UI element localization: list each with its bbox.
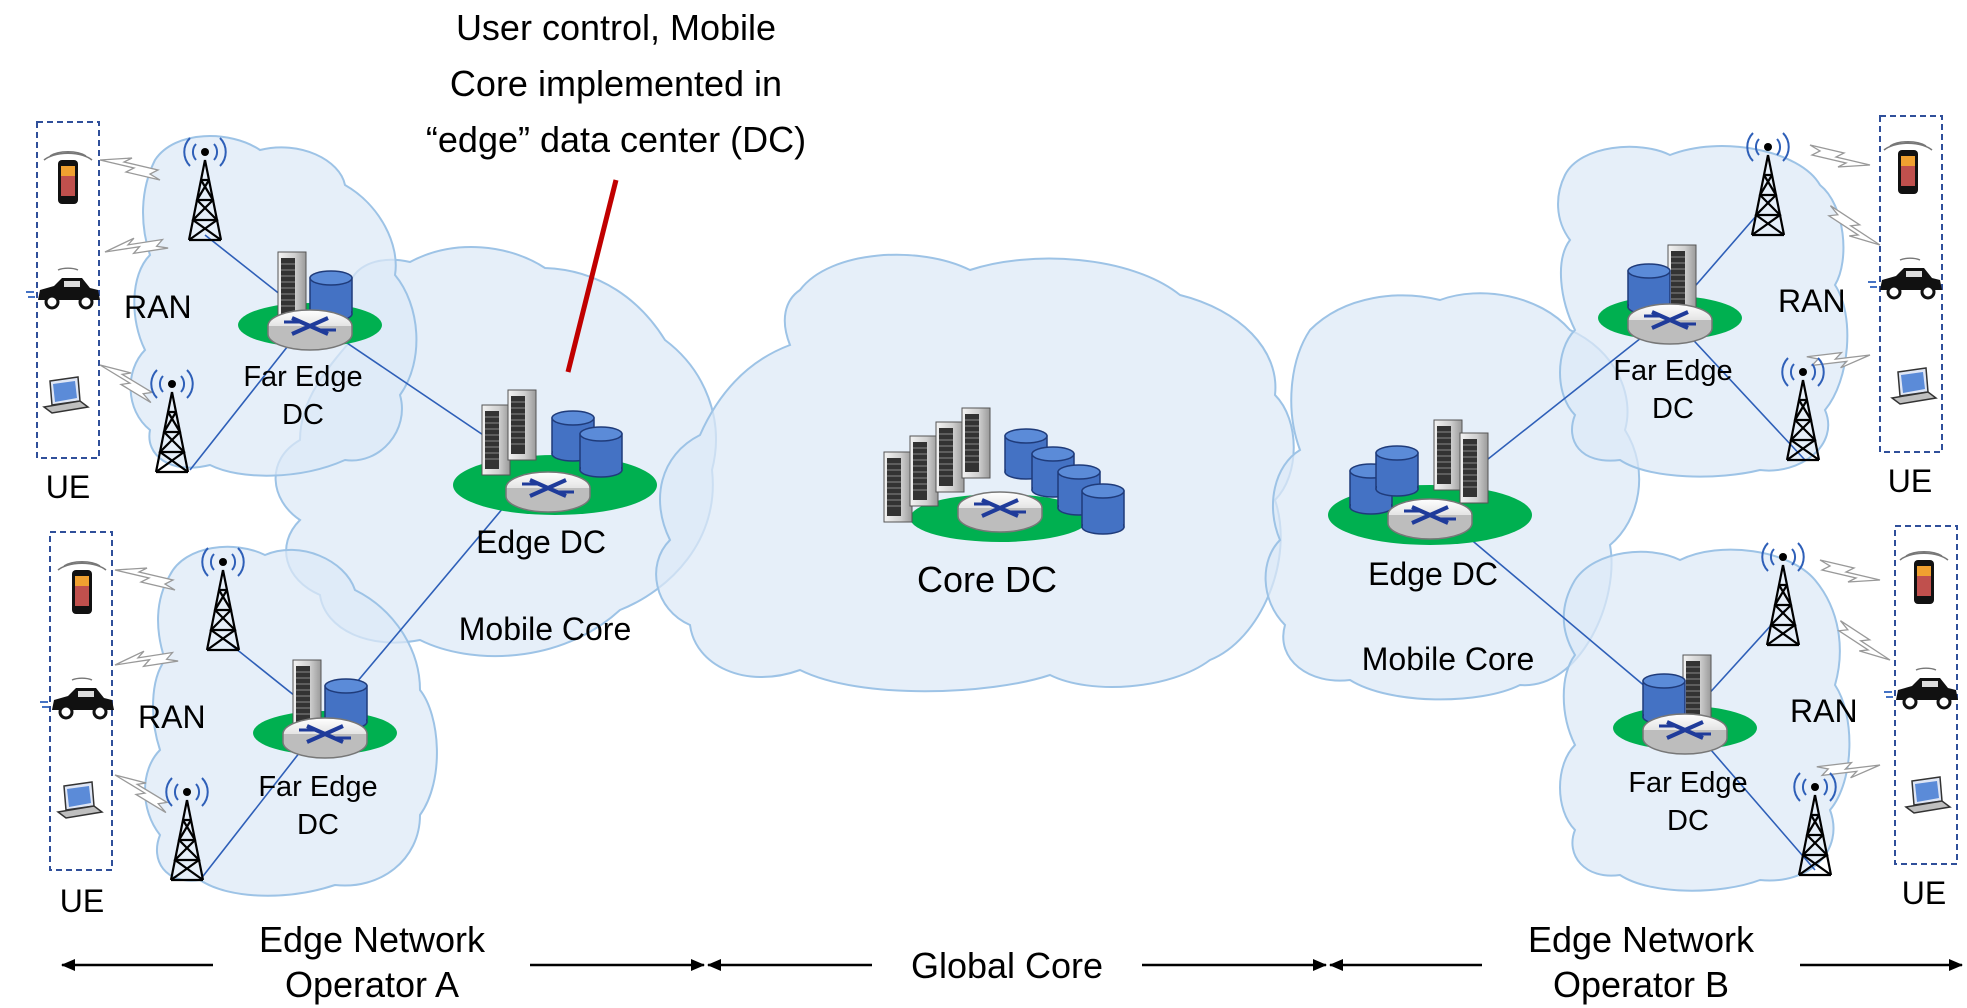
router-icon bbox=[1641, 712, 1729, 756]
server-rack-icon bbox=[481, 404, 511, 476]
far-edge-dc-label: DC bbox=[282, 399, 324, 431]
mobile-core-label: Mobile Core bbox=[459, 611, 632, 647]
far-edge-dc-label: Far Edge bbox=[1613, 355, 1732, 387]
wireless-bolt-icon bbox=[1809, 144, 1871, 168]
far-edge-dc-right-top bbox=[1598, 244, 1742, 346]
edge-dc-right bbox=[1328, 419, 1532, 545]
far-edge-dc-label: DC bbox=[1667, 805, 1709, 837]
database-icon bbox=[579, 426, 623, 478]
router-icon bbox=[1626, 302, 1714, 346]
edge-dc-label: Edge DC bbox=[1368, 556, 1498, 592]
wireless-bolt-icon bbox=[114, 567, 176, 591]
router-icon bbox=[266, 308, 354, 352]
database-icon bbox=[1081, 483, 1125, 535]
annotation-line-2: Core implemented in bbox=[450, 63, 782, 104]
wireless-bolt-icon bbox=[99, 157, 161, 181]
server-rack-icon bbox=[935, 421, 965, 493]
ue-box-left-top bbox=[36, 121, 100, 459]
wireless-bolt-icon bbox=[1832, 620, 1898, 663]
ue-label: UE bbox=[60, 883, 104, 919]
laptop-icon bbox=[1891, 367, 1937, 405]
ran-label: RAN bbox=[138, 699, 206, 735]
smartphone-icon bbox=[1883, 140, 1933, 195]
car-icon bbox=[38, 676, 116, 720]
server-rack-icon bbox=[507, 389, 537, 461]
smartphone-icon bbox=[1899, 550, 1949, 605]
annotation-text: User control, Mobile Core implemented in… bbox=[426, 7, 806, 160]
operator-b-label: Operator B bbox=[1553, 964, 1729, 1005]
ran-label: RAN bbox=[124, 289, 192, 325]
server-rack-icon bbox=[883, 451, 913, 523]
far-edge-dc-right-bottom bbox=[1613, 654, 1757, 756]
router-icon bbox=[504, 470, 592, 514]
laptop-icon bbox=[57, 781, 103, 819]
edge-dc-left bbox=[453, 389, 657, 515]
far-edge-dc-label: Far Edge bbox=[243, 361, 362, 393]
ran-label: RAN bbox=[1790, 693, 1858, 729]
edge-dc-label: Edge DC bbox=[476, 524, 606, 560]
mobile-core-label: Mobile Core bbox=[1362, 641, 1535, 677]
far-edge-dc-left-top bbox=[238, 251, 382, 352]
ue-box-right-top bbox=[1879, 115, 1943, 453]
server-rack-icon bbox=[1433, 419, 1463, 491]
far-edge-dc-label: DC bbox=[297, 809, 339, 841]
server-rack-icon bbox=[909, 435, 939, 507]
far-edge-dc-label: Far Edge bbox=[258, 771, 377, 803]
router-icon bbox=[1386, 497, 1474, 541]
server-rack-icon bbox=[961, 407, 991, 479]
link bbox=[324, 469, 536, 721]
smartphone-icon bbox=[57, 560, 107, 615]
annotation-line-3: “edge” data center (DC) bbox=[426, 119, 806, 160]
core-dc-label: Core DC bbox=[917, 559, 1057, 600]
ue-label: UE bbox=[1902, 875, 1946, 911]
ue-label: UE bbox=[46, 469, 90, 505]
annotation-line-1: User control, Mobile bbox=[456, 7, 776, 48]
operator-b-label: Edge Network bbox=[1528, 919, 1755, 960]
ran-label: RAN bbox=[1778, 283, 1846, 319]
far-edge-dc-left-bottom bbox=[253, 659, 397, 760]
ue-label: UE bbox=[1888, 463, 1932, 499]
annotation-pointer bbox=[565, 179, 619, 373]
far-edge-dc-label: DC bbox=[1652, 393, 1694, 425]
database-icon bbox=[1375, 445, 1419, 497]
smartphone-icon bbox=[43, 150, 93, 205]
laptop-icon bbox=[43, 376, 89, 414]
core-dc bbox=[883, 407, 1125, 542]
global-core-label: Global Core bbox=[911, 945, 1103, 986]
operator-a-label: Edge Network bbox=[259, 919, 486, 960]
server-rack-icon bbox=[1459, 432, 1489, 504]
operator-a-label: Operator A bbox=[285, 964, 459, 1005]
far-edge-dc-label: Far Edge bbox=[1628, 767, 1747, 799]
laptop-icon bbox=[1905, 776, 1951, 814]
router-icon bbox=[281, 716, 369, 760]
router-icon bbox=[956, 490, 1044, 534]
wireless-bolt-icon bbox=[1819, 559, 1881, 583]
